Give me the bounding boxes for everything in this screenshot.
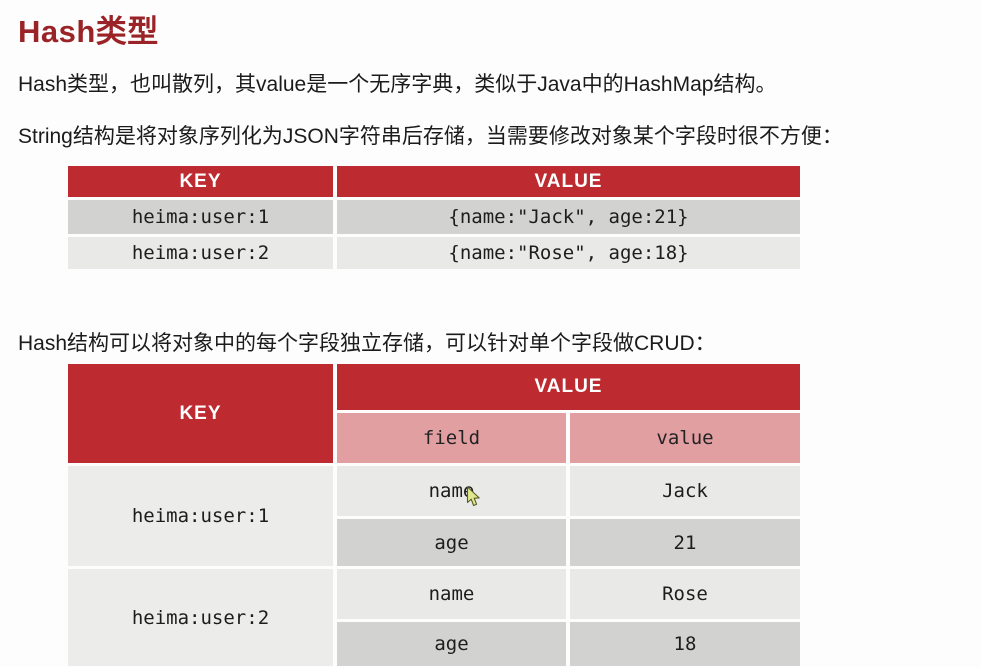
table-cell-field: name [337,569,566,619]
table-cell-key: heima:user:2 [68,237,333,269]
table-cell-value: Jack [570,466,800,516]
table-cell-value: {name:"Jack", age:21} [337,200,800,234]
hash-table-key-header: KEY [68,364,333,463]
paragraph-hash-benefit: Hash结构可以将对象中的每个字段独立存储，可以针对单个字段做CRUD： [18,332,716,355]
table-cell-value: 18 [570,622,800,666]
table-cell-value: Rose [570,569,800,619]
table-cell-field: age [337,622,566,666]
table-cell-field: name [337,466,566,516]
table-cell-key: heima:user:1 [68,200,333,234]
hash-table-value-header: VALUE [337,364,800,410]
hash-table-field-subheader: field [337,413,566,463]
table-cell-field: age [337,519,566,566]
paragraph-string-limitation: String结构是将对象序列化为JSON字符串后存储，当需要修改对象某个字段时很… [18,125,843,148]
string-table-value-header: VALUE [337,166,800,197]
hash-table-value-subheader: value [570,413,800,463]
hash-structure-table: KEY VALUE field value heima:user:1 name … [68,364,800,666]
table-cell-key: heima:user:1 [68,466,333,566]
page-title: Hash类型 [18,14,159,49]
string-structure-table: KEY VALUE heima:user:1 {name:"Jack", age… [68,166,800,269]
table-cell-key: heima:user:2 [68,569,333,666]
paragraph-hash-intro: Hash类型，也叫散列，其value是一个无序字典，类似于Java中的HashM… [18,73,777,96]
table-cell-value: 21 [570,519,800,566]
string-table-key-header: KEY [68,166,333,197]
table-cell-value: {name:"Rose", age:18} [337,237,800,269]
